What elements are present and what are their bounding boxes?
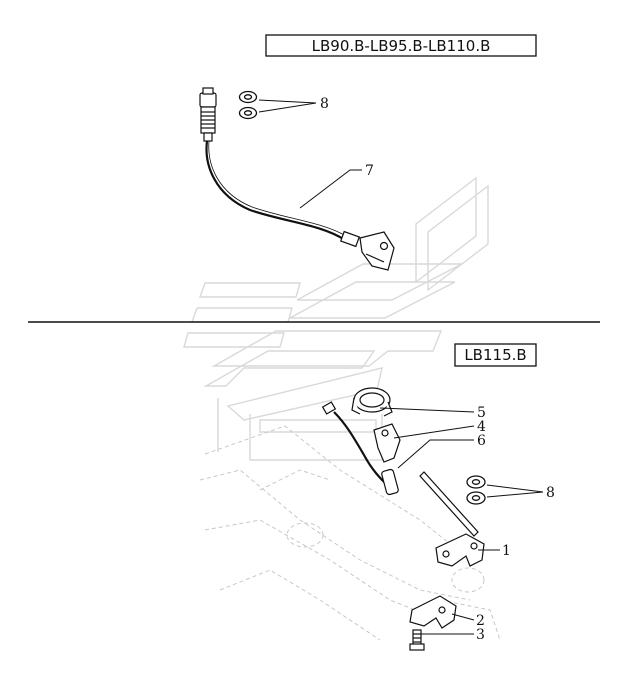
- callout-2: 2: [476, 613, 485, 629]
- callout-7: 7: [365, 163, 374, 179]
- bolt-part-3: [409, 629, 425, 651]
- leaders-top: [258, 99, 362, 209]
- bottom-model-header: LB115.B: [454, 343, 537, 367]
- callout-6: 6: [477, 433, 486, 449]
- rod: [419, 471, 479, 537]
- callout-4: 4: [477, 419, 486, 435]
- bracket: [373, 423, 401, 463]
- callout-8-top: 8: [320, 96, 329, 112]
- washers-bottom: [466, 475, 486, 505]
- clamp-ring: [351, 387, 393, 417]
- bottom-model-header-text: LB115.B: [464, 346, 526, 364]
- ghost-machine-outline: [199, 425, 501, 641]
- sensor-assembly-top: [199, 87, 395, 271]
- callout-5: 5: [477, 405, 486, 421]
- watermark-logo: [183, 176, 489, 461]
- callout-3: 3: [476, 627, 485, 643]
- leaders-bottom: [379, 407, 544, 635]
- top-model-header-text: LB90.B-LB95.B-LB110.B: [312, 37, 491, 55]
- callout-1: 1: [502, 543, 511, 559]
- callout-8-bottom: 8: [546, 485, 555, 501]
- washers-top: [238, 90, 258, 120]
- plate-part-2: [409, 595, 457, 629]
- sensor-assembly-bottom: [321, 401, 399, 496]
- top-model-header: LB90.B-LB95.B-LB110.B: [265, 34, 537, 57]
- plate-part-1: [435, 533, 485, 567]
